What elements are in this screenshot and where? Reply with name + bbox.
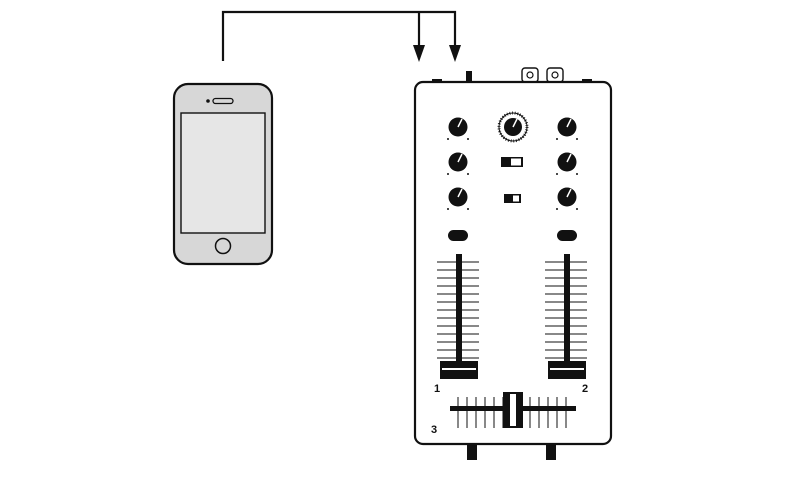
crossfader <box>450 392 576 428</box>
mixer-bottom-connector-left <box>467 444 477 460</box>
cue-button-left <box>448 230 468 241</box>
cue-button-right <box>557 230 577 241</box>
knob-high-right <box>556 152 578 175</box>
label-channel-2: 2 <box>582 383 588 395</box>
knob-low-left <box>447 187 469 210</box>
knob-gain-left <box>447 117 469 140</box>
switch-small <box>504 194 521 203</box>
label-crossfader: 3 <box>431 424 437 436</box>
arrow-input-left <box>413 45 425 62</box>
knob-master-volume <box>497 111 529 143</box>
smartphone-icon <box>172 82 274 266</box>
knob-gain-right <box>556 117 578 140</box>
phone-camera <box>206 99 210 103</box>
mixer-bottom-connector-right <box>546 444 556 460</box>
dj-mixer-icon: 1 2 3 <box>413 67 613 460</box>
phone-screen <box>180 112 266 234</box>
channel-fader-right <box>545 254 587 379</box>
switch-mode <box>501 157 523 167</box>
arrow-input-right <box>449 45 461 62</box>
mixer-headphone-jack <box>466 71 472 83</box>
phone-home-button <box>214 237 232 255</box>
audio-cable-icon <box>221 10 457 61</box>
label-channel-1: 1 <box>434 383 440 395</box>
rca-connector-left <box>521 67 539 83</box>
phone-speaker <box>212 97 234 105</box>
channel-fader-left <box>437 254 479 379</box>
mixer-body <box>413 80 613 446</box>
cable-main-path <box>221 10 457 61</box>
knob-low-right <box>556 187 578 210</box>
knob-high-left <box>447 152 469 175</box>
rca-connector-right <box>546 67 564 83</box>
